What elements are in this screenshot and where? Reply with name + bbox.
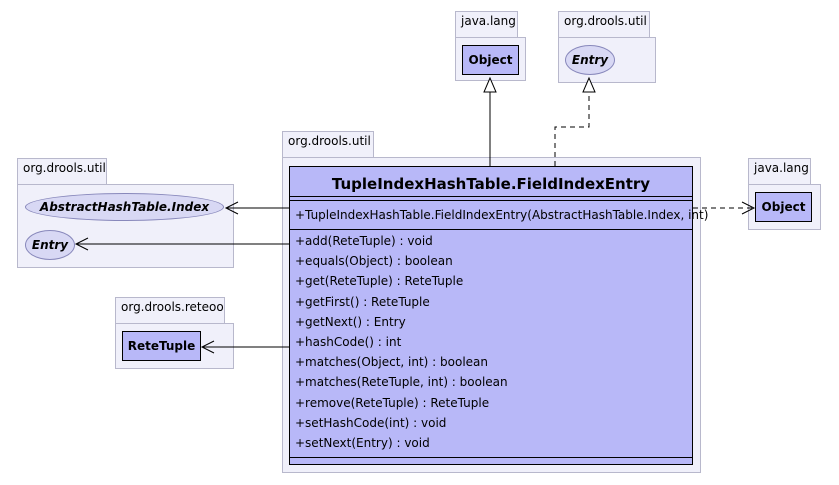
method: +getFirst() : ReteTuple xyxy=(295,294,430,309)
dependency-arrowhead xyxy=(741,201,756,215)
method: +getNext() : Entry xyxy=(295,314,406,329)
class-object-top[interactable]: Object xyxy=(462,45,519,75)
name-divider xyxy=(290,196,692,197)
class-object-right[interactable]: Object xyxy=(755,192,812,222)
package-tab-drools-reteoo: org.drools.reteoo xyxy=(115,297,225,324)
class-tuple-index-hash-table-field-index-entry[interactable]: TupleIndexHashTable.FieldIndexEntry +Tup… xyxy=(289,166,708,465)
method: +add(ReteTuple) : void xyxy=(295,234,433,248)
method: +setNext(Entry) : void xyxy=(295,435,430,450)
method: +matches(ReteTuple, int) : boolean xyxy=(295,375,508,390)
realization-arrowhead xyxy=(582,76,596,93)
method: +matches(Object, int) : boolean xyxy=(295,355,489,370)
realization-line xyxy=(554,92,590,166)
method-list: +add(ReteTuple) : void +equals(Object) :… xyxy=(295,234,508,456)
attribute-divider xyxy=(290,200,692,201)
method: +remove(ReteTuple) : ReteTuple xyxy=(295,395,490,410)
association-retetuple-arrowhead xyxy=(200,340,215,354)
package-tab-drools-util-left: org.drools.util xyxy=(17,158,107,185)
method: +hashCode() : int xyxy=(295,334,402,349)
constructor: +TupleIndexHashTable.FieldIndexEntry(Abs… xyxy=(295,208,709,222)
method: +equals(Object) : boolean xyxy=(295,254,453,269)
generalization-arrowhead xyxy=(483,76,497,93)
package-tab-java-lang-top: java.lang xyxy=(455,11,518,38)
constructor-divider xyxy=(290,229,692,230)
interface-abstract-hash-table-index[interactable]: AbstractHashTable.Index xyxy=(25,193,224,221)
package-tab-java-lang-right: java.lang xyxy=(748,158,811,185)
interface-entry-top[interactable]: Entry xyxy=(565,45,615,75)
interface-entry-left[interactable]: Entry xyxy=(25,230,75,260)
class-name: TupleIndexHashTable.FieldIndexEntry xyxy=(331,175,651,193)
class-rete-tuple[interactable]: ReteTuple xyxy=(122,331,201,361)
association-index-arrowhead xyxy=(224,201,239,215)
methods-divider xyxy=(290,457,692,458)
association-entry-arrowhead xyxy=(74,237,89,251)
method: +setHashCode(int) : void xyxy=(295,415,447,430)
method: +get(ReteTuple) : ReteTuple xyxy=(295,274,464,289)
